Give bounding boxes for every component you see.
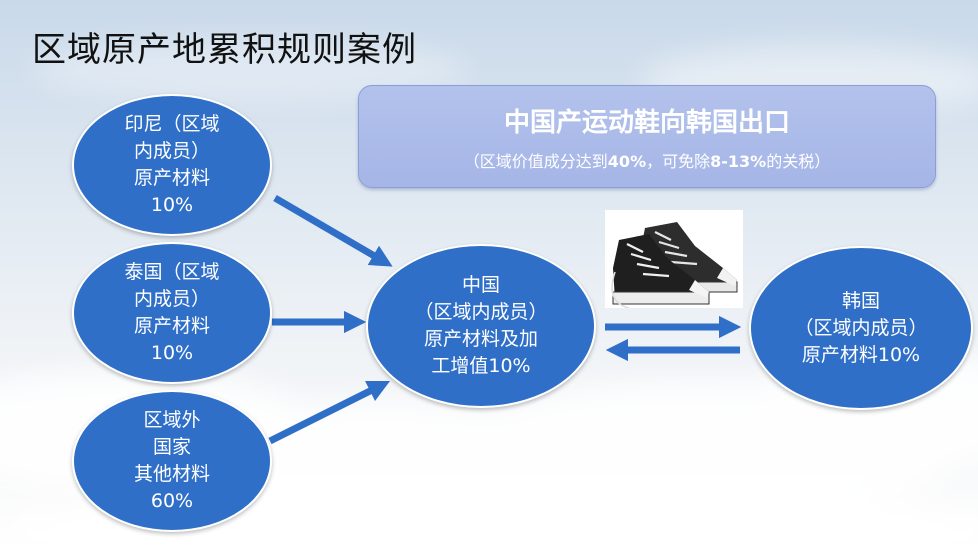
banner-tariff-range: 8-13% <box>710 152 767 171</box>
node-indonesia-line4: 10% <box>150 194 194 216</box>
node-outside-line2: 国家 <box>152 436 191 458</box>
banner-headline: 中国产运动鞋向韩国出口 <box>503 108 790 138</box>
banner-subline-mid: ，可免除 <box>646 152 711 171</box>
node-outside-region: 区域外 国家 其他材料 60% <box>72 390 272 532</box>
node-china-line2: （区域内成员） <box>414 301 548 323</box>
export-banner: 中国产运动鞋向韩国出口 （区域价值成分达到40%，可免除8-13%的关税） <box>358 85 936 188</box>
node-outside-line1: 区域外 <box>143 409 201 431</box>
banner-subline: （区域价值成分达到40%，可免除8-13%的关税） <box>359 148 935 172</box>
node-outside-line4: 60% <box>150 490 194 512</box>
node-china-line1: 中国 <box>461 274 500 296</box>
node-china-line4: 工增值10% <box>431 355 531 377</box>
node-china: 中国 （区域内成员） 原产材料及加 工增值10% <box>366 244 596 408</box>
node-indonesia-line2: 内成员） <box>133 140 210 162</box>
node-indonesia: 印尼（区域 内成员） 原产材料 10% <box>72 94 272 236</box>
node-korea-line2: （区域内成员） <box>794 316 928 339</box>
sneaker-icon <box>611 222 738 309</box>
node-korea-line3: 原产材料10% <box>801 343 921 366</box>
node-china-line3: 原产材料及加 <box>423 328 538 350</box>
node-thailand-line1: 泰国（区域 <box>124 261 220 283</box>
node-thailand-line3: 原产材料 <box>133 315 210 337</box>
node-thailand-line2: 内成员） <box>133 288 210 310</box>
sneaker-image <box>605 210 743 309</box>
node-outside-line3: 其他材料 <box>133 463 210 485</box>
node-indonesia-line3: 原产材料 <box>133 167 210 189</box>
node-indonesia-line1: 印尼（区域 <box>124 113 220 135</box>
banner-value-content: 40% <box>607 152 647 171</box>
banner-subline-prefix: （区域价值成分达到 <box>463 152 608 171</box>
slide-title: 区域原产地累积规则案例 <box>32 30 417 70</box>
node-thailand: 泰国（区域 内成员） 原产材料 10% <box>72 242 272 384</box>
node-korea-line1: 韩国 <box>841 289 880 312</box>
node-korea: 韩国 （区域内成员） 原产材料10% <box>749 246 973 410</box>
banner-subline-suffix: 的关税） <box>766 152 831 171</box>
node-thailand-line4: 10% <box>150 342 194 364</box>
